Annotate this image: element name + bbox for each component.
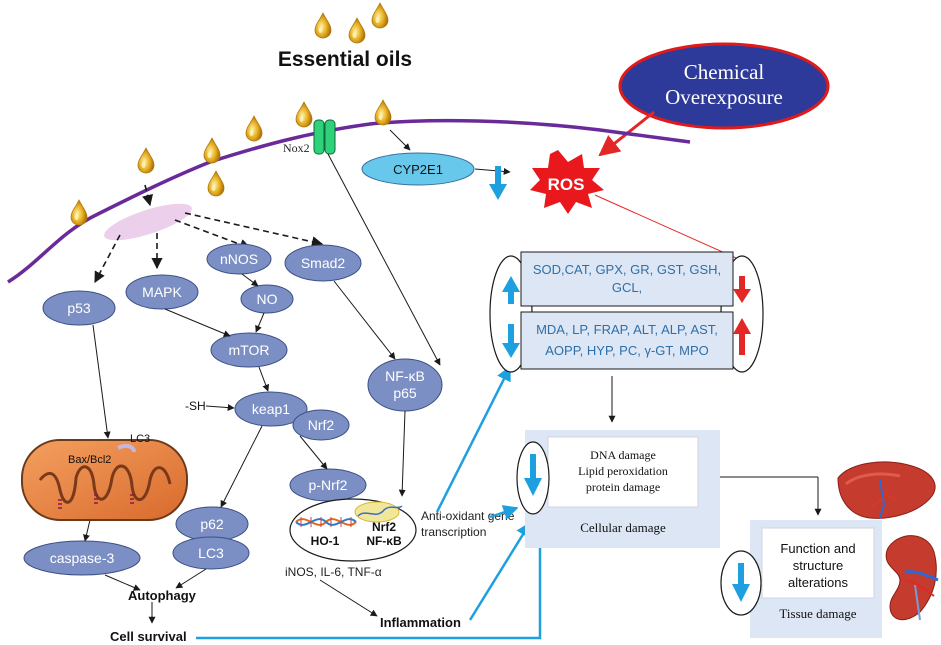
node-smad2: Smad2 — [284, 244, 362, 282]
svg-text:keap1: keap1 — [252, 401, 290, 417]
svg-text:Nrf2: Nrf2 — [308, 417, 335, 433]
mitochondrion-icon — [21, 439, 188, 521]
tissue-damage-panel: Function and structure alterations Tissu… — [750, 520, 882, 638]
antiox-label-line1: Anti-oxidant gene — [421, 509, 515, 523]
svg-text:CYP2E1: CYP2E1 — [393, 162, 443, 177]
svg-text:GCL,: GCL, — [612, 280, 642, 295]
receptor-dashed-arrows — [94, 184, 324, 283]
title-oil-drops-icon — [314, 2, 389, 44]
svg-text:p53: p53 — [67, 300, 91, 316]
svg-text:Chemical: Chemical — [684, 60, 765, 84]
svg-text:LC3: LC3 — [198, 545, 224, 561]
enzyme-panel: SOD,CAT, GPX, GR, GST, GSH, GCL, MDA, LP… — [489, 251, 764, 373]
inos-label: iNOS, IL-6, TNF-α — [285, 565, 382, 579]
svg-text:alterations: alterations — [788, 575, 848, 590]
node-p-nrf2: p-Nrf2 — [289, 468, 367, 502]
page-title: Essential oils — [278, 48, 412, 71]
ros-to-enzymes-arrow — [594, 194, 746, 263]
svg-text:Function and: Function and — [780, 541, 855, 556]
enzyme-decrease-blue-arrow-icon — [502, 324, 520, 358]
svg-text:NF-κB: NF-κB — [385, 368, 425, 384]
cellular-damage-panel: DNA damage Lipid peroxidation protein da… — [516, 430, 720, 548]
inflammation-label: Inflammation — [380, 615, 461, 630]
svg-text:Lipid peroxidation: Lipid peroxidation — [578, 464, 668, 478]
bax-bcl2-label: Bax/Bcl2 — [68, 454, 111, 466]
nox2-label: Nox2 — [283, 141, 310, 155]
cyp2e1-node: CYP2E1 — [361, 152, 475, 186]
svg-text:MAPK: MAPK — [142, 284, 182, 300]
svg-text:structure: structure — [793, 558, 844, 573]
node-mtor: mTOR — [210, 332, 288, 368]
liver-icon — [837, 461, 936, 519]
cell-survival-label: Cell survival — [110, 629, 187, 644]
ros-burst: ROS — [530, 150, 604, 214]
node-caspase-3: caspase-3 — [23, 540, 141, 576]
node-nnos: nNOS — [206, 243, 272, 275]
node-p62: p62 — [175, 506, 249, 542]
node-nrf2: Nrf2 — [292, 409, 350, 441]
cyp2e1-to-ros-arrow — [474, 167, 511, 175]
svg-text:Overexposure: Overexposure — [665, 85, 783, 109]
node-p53: p53 — [42, 290, 116, 326]
svg-text:DNA damage: DNA damage — [590, 448, 656, 462]
sh-label: -SH — [185, 399, 206, 413]
svg-text:ROS: ROS — [548, 175, 585, 194]
node-nfkb-p65: NF-κB p65 — [367, 358, 443, 412]
tissue-decrease-arrow-icon — [720, 550, 762, 616]
membrane-oil-drops-icon — [70, 99, 392, 226]
pathway-arrows — [83, 153, 822, 624]
nox2-channel-icon — [313, 119, 336, 155]
enzyme-increase-blue-arrow-icon — [502, 276, 520, 304]
svg-text:p-Nrf2: p-Nrf2 — [309, 477, 348, 493]
enzyme-decrease-red-arrow-icon — [733, 276, 751, 303]
svg-text:caspase-3: caspase-3 — [50, 550, 115, 566]
svg-text:Smad2: Smad2 — [301, 255, 346, 271]
svg-text:MDA, LP, FRAP, ALT, ALP, AST,: MDA, LP, FRAP, ALT, ALP, AST, — [536, 322, 718, 337]
blue-connector-arrows — [196, 365, 548, 640]
svg-text:NO: NO — [257, 291, 278, 307]
autophagy-label: Autophagy — [128, 588, 197, 603]
svg-text:AOPP, HYP, PC, γ-GT, MPO: AOPP, HYP, PC, γ-GT, MPO — [545, 343, 709, 358]
ros-decrease-arrow-icon — [489, 166, 507, 200]
node-lc3: LC3 — [172, 536, 250, 570]
membrane-receptor — [104, 203, 192, 241]
svg-text:p65: p65 — [393, 385, 417, 401]
node-keap1: keap1 — [234, 391, 308, 427]
cell-membrane — [7, 118, 691, 284]
nrf2-nucleus-label: Nrf2 — [372, 520, 396, 534]
svg-text:mTOR: mTOR — [229, 342, 270, 358]
chemical-overexposure: Chemical Overexposure — [618, 42, 830, 130]
svg-text:Cellular damage: Cellular damage — [580, 520, 666, 535]
nucleus — [289, 498, 417, 562]
svg-text:p62: p62 — [200, 516, 224, 532]
svg-text:SOD,CAT, GPX, GR, GST, GSH,: SOD,CAT, GPX, GR, GST, GSH, — [533, 262, 721, 277]
drop-to-cyp2e1-arrow — [389, 129, 411, 151]
svg-text:protein damage: protein damage — [586, 480, 660, 494]
nfkb-nucleus-label: NF-κB — [366, 534, 402, 548]
kidney-icon — [885, 535, 939, 621]
antiox-label-line2: transcription — [421, 525, 486, 539]
node-no: NO — [240, 284, 294, 314]
svg-text:Tissue damage: Tissue damage — [779, 606, 856, 621]
ho1-label: HO-1 — [311, 534, 340, 548]
enzyme-increase-red-arrow-icon — [733, 318, 751, 355]
lc3-mito-label: LC3 — [130, 433, 150, 445]
svg-text:nNOS: nNOS — [220, 251, 258, 267]
node-mapk: MAPK — [125, 274, 199, 310]
